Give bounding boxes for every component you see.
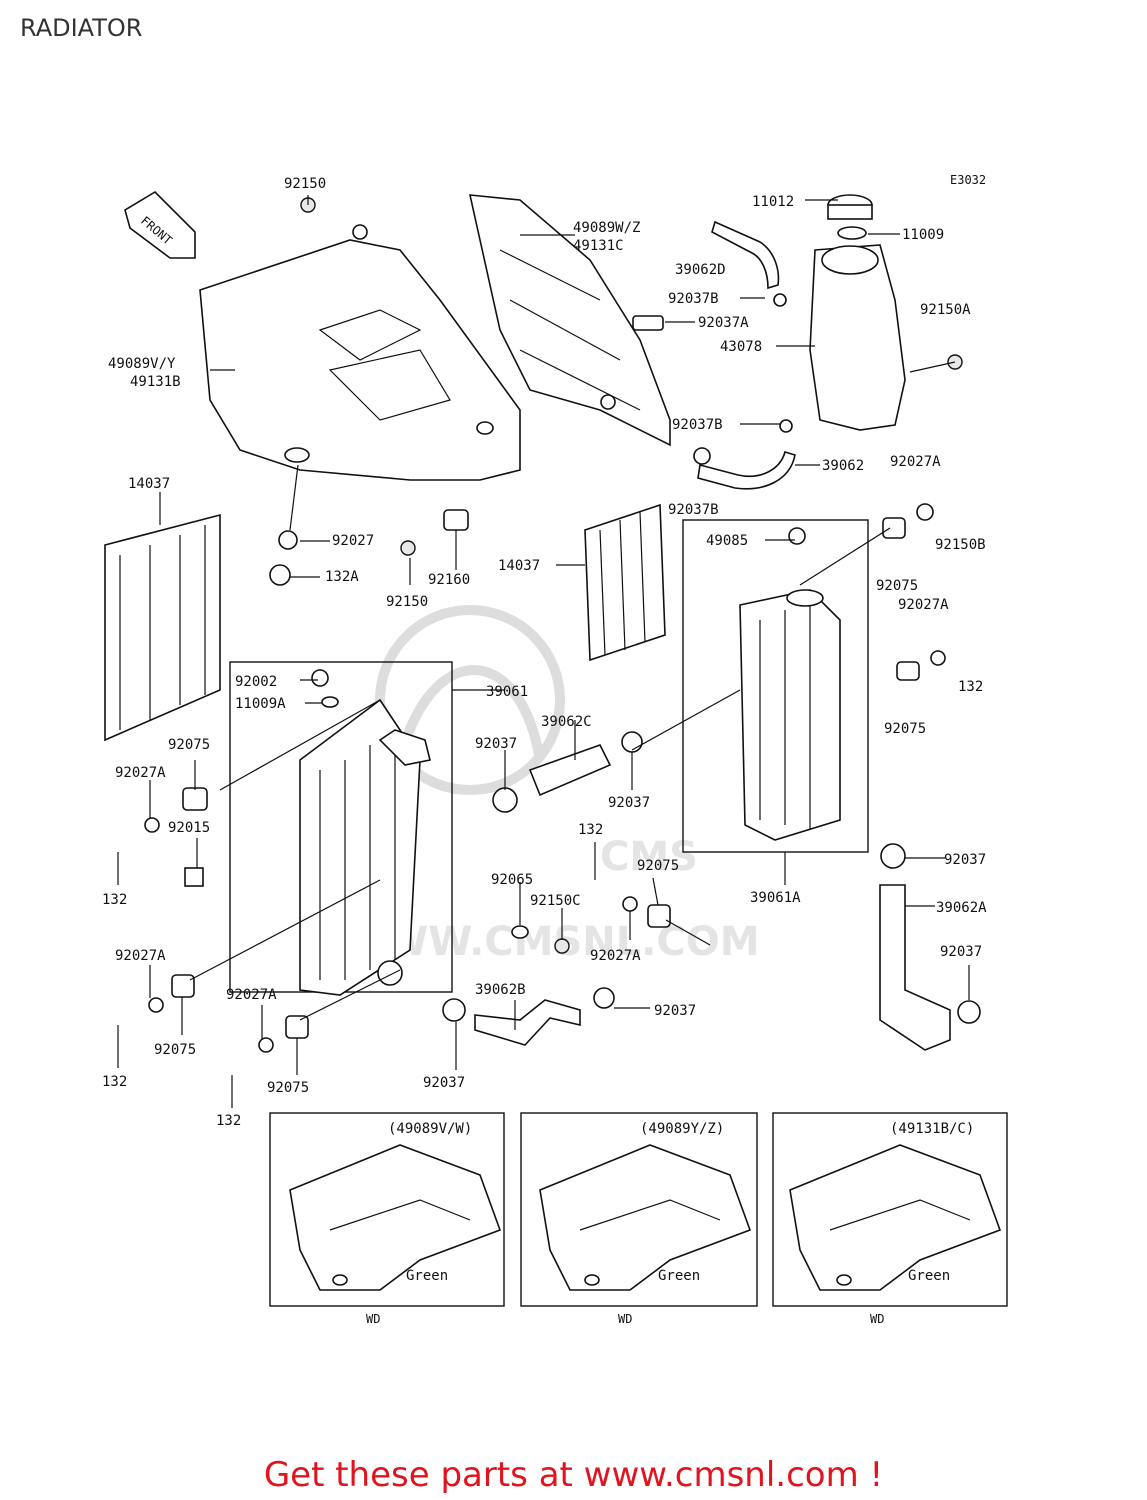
left-radiator-shroud — [199, 224, 521, 481]
label-92027a-5: 92027A — [115, 948, 166, 964]
part-labels: 92150 49089W/Z 49131C 11012 11009 39062D… — [102, 176, 987, 1129]
label-11009a: 11009A — [235, 696, 286, 712]
variant-2-color: Green — [658, 1268, 700, 1284]
label-39062b: 39062B — [475, 982, 526, 998]
label-92075-5: 92075 — [154, 1042, 196, 1058]
label-49089w-z: 49089W/Z — [573, 220, 640, 236]
hose-39062d — [711, 220, 780, 290]
label-92065: 92065 — [491, 872, 533, 888]
variant-2-code: (49089Y/Z) — [640, 1121, 724, 1137]
label-49085: 49085 — [706, 533, 748, 549]
footer-link[interactable]: Get these parts at www.cmsnl.com ! — [263, 1455, 884, 1495]
hose-39062 — [697, 450, 796, 490]
label-92150c: 92150C — [530, 893, 581, 909]
label-132a: 132A — [325, 569, 359, 585]
right-radiator-shroud — [468, 194, 671, 447]
variant-3-color: Green — [908, 1268, 950, 1284]
label-92150-2: 92150 — [386, 594, 428, 610]
label-92037b: 92037B — [668, 291, 719, 307]
label-92075-3: 92075 — [168, 737, 210, 753]
label-92037b-3: 92037B — [668, 502, 719, 518]
label-92037-5: 92037 — [654, 1003, 696, 1019]
label-92150b: 92150B — [935, 537, 986, 553]
label-39061: 39061 — [486, 684, 528, 700]
label-92037-2: 92037 — [608, 795, 650, 811]
label-92002: 92002 — [235, 674, 277, 690]
label-14037: 14037 — [128, 476, 170, 492]
radiator-guard-right — [584, 503, 666, 662]
hose-39062c — [528, 744, 612, 797]
watermark-logo: CMS — [600, 834, 698, 880]
variant-1-tag: WD — [366, 1312, 380, 1326]
label-92037-3: 92037 — [944, 852, 986, 868]
label-49131c: 49131C — [573, 238, 624, 254]
label-92037a: 92037A — [698, 315, 749, 331]
label-39062c: 39062C — [541, 714, 592, 730]
fasteners — [144, 197, 981, 1053]
variant-1-code: (49089V/W) — [388, 1121, 472, 1137]
label-92037-6: 92037 — [423, 1075, 465, 1091]
label-132-3: 132 — [102, 892, 127, 908]
coolant-reservoir-tank — [809, 194, 906, 431]
label-14037-2: 14037 — [498, 558, 540, 574]
label-43078: 43078 — [720, 339, 762, 355]
label-132-4: 132 — [102, 1074, 127, 1090]
label-39062a: 39062A — [936, 900, 987, 916]
label-132-2: 132 — [578, 822, 603, 838]
right-radiator-core — [682, 519, 869, 853]
label-49131b: 49131B — [130, 374, 181, 390]
variant-box-3: (49131B/C) Green WD — [772, 1112, 1008, 1326]
label-39062: 39062 — [822, 458, 864, 474]
variant-1-color: Green — [406, 1268, 448, 1284]
hose-39062a — [879, 884, 951, 1051]
label-92160: 92160 — [428, 572, 470, 588]
diagram-code: E3032 — [950, 173, 986, 187]
label-92027a-2: 92027A — [898, 597, 949, 613]
label-132-5: 132 — [216, 1113, 241, 1129]
label-92015: 92015 — [168, 820, 210, 836]
variant-2-tag: WD — [618, 1312, 632, 1326]
variant-box-1: (49089V/W) Green WD — [269, 1112, 505, 1326]
radiator-guard-left — [104, 513, 221, 742]
label-11009: 11009 — [902, 227, 944, 243]
label-92027a-4: 92027A — [590, 948, 641, 964]
label-92150a: 92150A — [920, 302, 971, 318]
label-92027a-6: 92027A — [226, 987, 277, 1003]
label-11012: 11012 — [752, 194, 794, 210]
page-title: RADIATOR — [20, 14, 143, 42]
variant-3-code: (49131B/C) — [890, 1121, 974, 1137]
label-92037-4: 92037 — [940, 944, 982, 960]
label-92075-2: 92075 — [884, 721, 926, 737]
label-92037: 92037 — [475, 736, 517, 752]
label-92075: 92075 — [876, 578, 918, 594]
leader-lines — [117, 195, 970, 1108]
label-132: 132 — [958, 679, 983, 695]
front-arrow-icon: FRONT — [124, 190, 196, 259]
label-92037b-2: 92037B — [672, 417, 723, 433]
label-39061a: 39061A — [750, 890, 801, 906]
label-92027a-3: 92027A — [115, 765, 166, 781]
label-92075-4: 92075 — [637, 858, 679, 874]
label-92027: 92027 — [332, 533, 374, 549]
label-92075-6: 92075 — [267, 1080, 309, 1096]
hose-39062b — [474, 999, 581, 1046]
label-92150: 92150 — [284, 176, 326, 192]
label-92027a: 92027A — [890, 454, 941, 470]
variant-box-2: (49089Y/Z) Green WD — [520, 1112, 758, 1326]
label-39062d: 39062D — [675, 262, 726, 278]
variant-3-tag: WD — [870, 1312, 884, 1326]
label-49089v-y: 49089V/Y — [108, 356, 176, 372]
